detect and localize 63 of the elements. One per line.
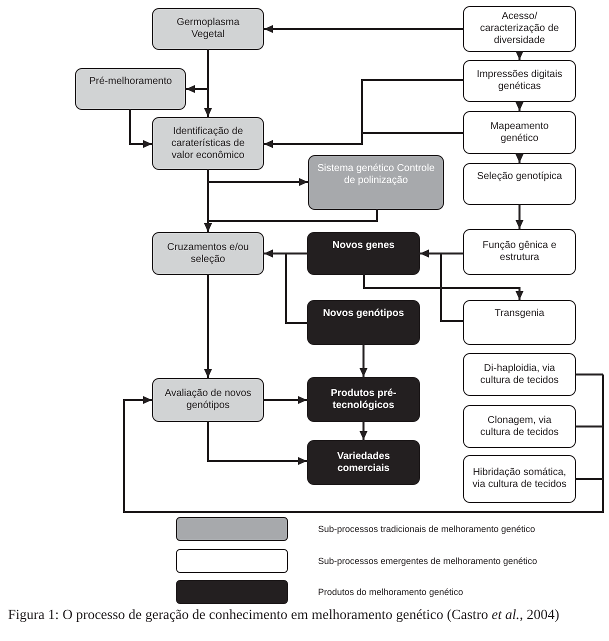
- process-box: [308, 155, 444, 210]
- arrow: [516, 154, 524, 163]
- box-label: Clonagem, via cultura de tecidos: [479, 414, 560, 438]
- arrow: [204, 210, 378, 232]
- box-label: Avaliação de novos genótipos: [164, 388, 252, 412]
- product-box: [307, 300, 420, 345]
- box-label: Di-haploidia, via cultura de tecidos: [479, 362, 560, 386]
- product-box: [307, 440, 420, 485]
- box-label: Variedades comerciais: [336, 450, 391, 474]
- arrow: [204, 275, 212, 378]
- arrow: [123, 374, 604, 513]
- arrow: [516, 102, 524, 111]
- connector-line: [576, 426, 603, 428]
- box-label: Pré-melhoramento: [89, 76, 172, 88]
- box-label: Produtos pré-tecnológicos: [330, 388, 398, 412]
- process-box: [75, 68, 186, 110]
- arrow: [360, 345, 368, 377]
- product-box: [307, 377, 420, 422]
- arrow: [264, 250, 307, 324]
- process-box: [463, 455, 576, 503]
- box-label: Função gênica e estrutura: [482, 240, 558, 264]
- arrow: [264, 132, 463, 148]
- box-label: Acesso/ caracterização de diversidade: [479, 11, 560, 47]
- process-box: [463, 353, 576, 396]
- process-box: [152, 232, 264, 275]
- arrow: [186, 50, 209, 93]
- arrow: [264, 25, 463, 33]
- process-box: [463, 111, 576, 154]
- arrow: [129, 110, 152, 148]
- figure-caption: Figura 1: O processo de geração de conhecimento em melhoramento genético (Castro et al., 2004): [8, 607, 560, 625]
- box-label: Germoplasma Vegetal: [176, 17, 240, 41]
- box-label: Hibridação somática, via cultura de tecidos: [472, 467, 567, 491]
- legend-label: Sub-processos tradicionais de melhoramento genético: [318, 523, 536, 535]
- box-label: Cruzamentos e/ou seleção: [166, 242, 250, 266]
- box-label: Novos genes: [332, 240, 395, 252]
- box-label: Novos genótipos: [322, 308, 404, 320]
- legend-label: Sub-processos emergentes de melhoramento genético: [318, 555, 538, 567]
- process-box: [463, 163, 576, 205]
- arrow: [516, 51, 524, 60]
- process-box: [152, 378, 264, 422]
- legend-label: Produtos do melhoramento genético: [318, 586, 464, 598]
- box-label: Impressões digitais genéticas: [476, 69, 564, 93]
- process-box: [463, 229, 576, 275]
- process-box: [152, 117, 264, 170]
- process-box: [463, 405, 576, 448]
- box-label: Mapeamento genético: [489, 120, 550, 144]
- box-label: Transgenia: [494, 308, 544, 320]
- arrow: [264, 396, 307, 404]
- arrow: [516, 205, 524, 229]
- arrow: [420, 250, 463, 322]
- process-box: [463, 60, 576, 102]
- connector-line: [576, 374, 603, 376]
- arrow: [207, 422, 307, 465]
- arrow: [360, 422, 368, 440]
- process-box: [463, 6, 576, 52]
- product-box: [307, 232, 420, 275]
- process-box: [152, 8, 264, 50]
- arrow: [363, 275, 524, 300]
- box-label: Sistema genético Controle de polinização: [317, 163, 435, 187]
- connector-line: [576, 478, 603, 480]
- process-box: [463, 300, 576, 345]
- box-label: Identificação de caraterísticas de valor econômico: [170, 126, 246, 162]
- box-label: Seleção genotípica: [476, 171, 562, 183]
